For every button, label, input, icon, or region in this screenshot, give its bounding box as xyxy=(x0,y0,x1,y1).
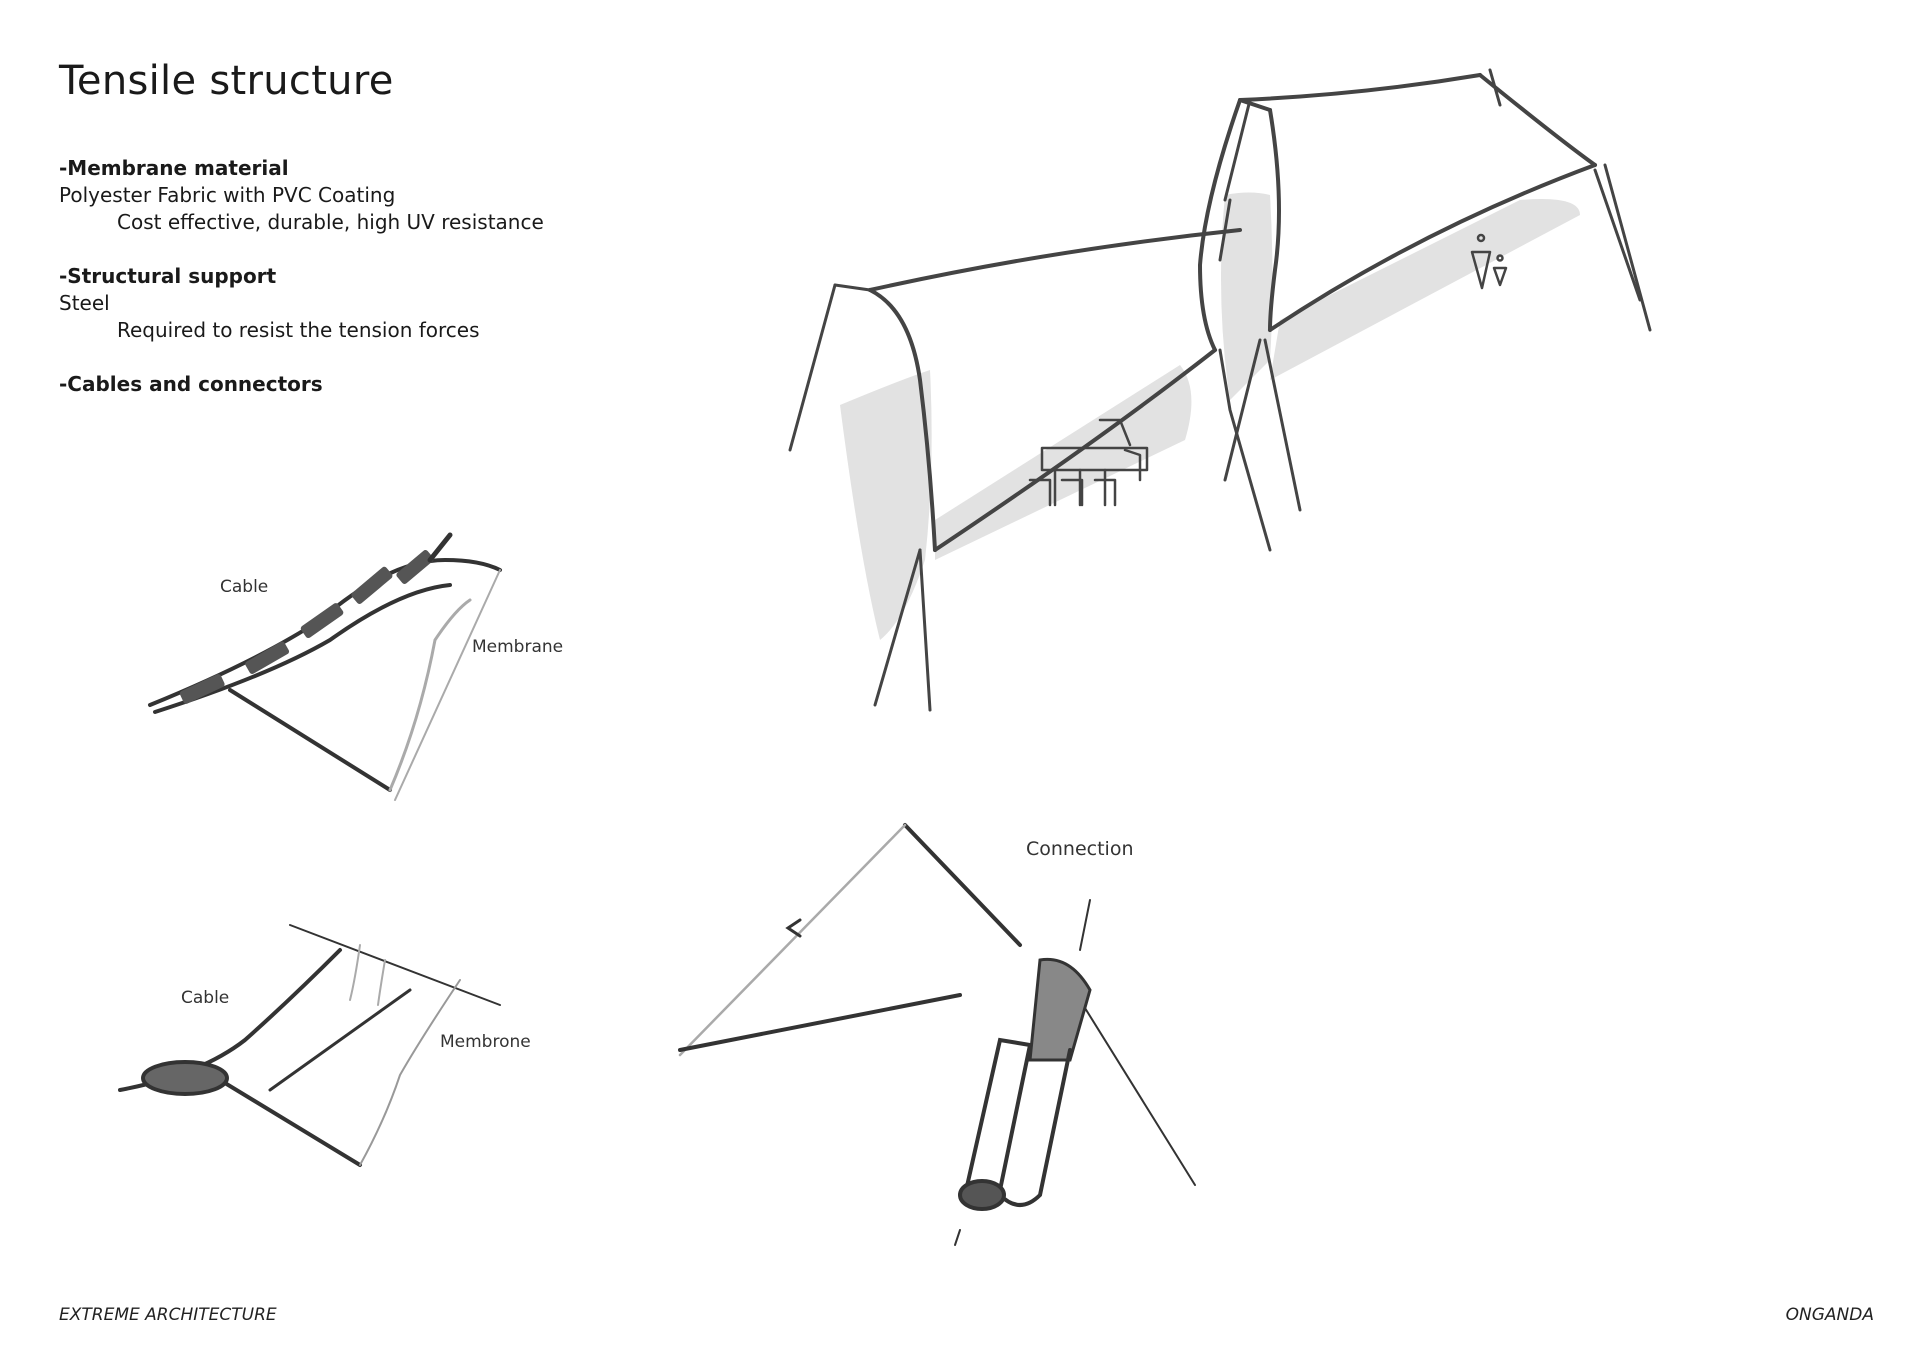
tent-sketch xyxy=(790,70,1650,710)
footer-right: ONGANDA xyxy=(1786,1305,1874,1325)
label-cable-1: Cable xyxy=(220,577,268,597)
label-membrane-2: Membrone xyxy=(440,1032,531,1052)
cable-detail-sketch-1: Cable Membrane xyxy=(150,535,563,800)
label-connection: Connection xyxy=(1026,838,1134,860)
label-cable-2: Cable xyxy=(181,988,229,1008)
label-membrane-1: Membrane xyxy=(472,637,563,657)
connection-sketch: Connection xyxy=(680,825,1195,1245)
cable-detail-sketch-2: Cable Membrone xyxy=(120,925,531,1165)
footer-left: EXTREME ARCHITECTURE xyxy=(59,1305,277,1325)
